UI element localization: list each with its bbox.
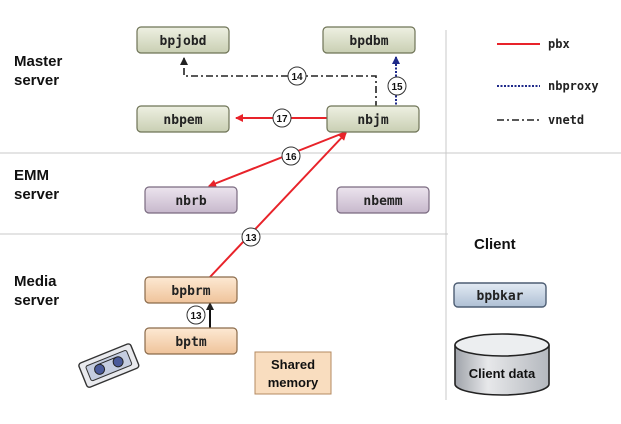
step-13-lower: 13 [186, 305, 206, 325]
legend-pbx-label: pbx [548, 37, 570, 51]
svg-text:bpjobd: bpjobd [160, 34, 207, 49]
svg-text:nbpem: nbpem [163, 113, 202, 128]
step-17: 17 [272, 108, 292, 128]
process-bpdbm: bpdbm [322, 26, 416, 54]
svg-text:bptm: bptm [175, 335, 206, 350]
svg-text:14: 14 [291, 72, 303, 83]
process-bptm: bptm [144, 327, 238, 355]
svg-text:nbjm: nbjm [357, 113, 388, 128]
row-label-emm-1: EMM [14, 167, 49, 184]
shared-memory-box: Shared memory [254, 351, 332, 395]
svg-text:nbrb: nbrb [175, 194, 206, 209]
process-nbemm: nbemm [336, 186, 430, 214]
svg-text:13: 13 [190, 311, 202, 322]
step-15: 15 [387, 76, 407, 96]
svg-text:13: 13 [245, 233, 257, 244]
svg-text:17: 17 [276, 114, 288, 125]
row-label-master-2: server [14, 72, 59, 89]
process-bpbkar: bpbkar [453, 282, 547, 308]
svg-text:bpbrm: bpbrm [171, 284, 210, 299]
svg-text:nbemm: nbemm [363, 194, 402, 209]
shared-memory-line2: memory [268, 375, 319, 390]
legend-nbproxy-label: nbproxy [548, 79, 599, 93]
svg-text:16: 16 [285, 152, 297, 163]
svg-text:bpbkar: bpbkar [477, 289, 524, 304]
legend-vnetd-label: vnetd [548, 113, 584, 127]
client-label: Client [474, 236, 516, 253]
process-bpbrm: bpbrm [144, 276, 238, 304]
row-label-master-1: Master [14, 53, 63, 70]
step-14: 14 [287, 66, 307, 86]
svg-text:bpdbm: bpdbm [349, 34, 388, 49]
connector-pbx-bpbrm-nbjm [209, 132, 347, 278]
process-nbjm: nbjm [326, 105, 420, 133]
process-nbpem: nbpem [136, 105, 230, 133]
process-bpjobd: bpjobd [136, 26, 230, 54]
client-data-label: Client data [469, 366, 536, 381]
row-label-media-1: Media [14, 273, 57, 290]
row-label-emm-2: server [14, 186, 59, 203]
step-16: 16 [281, 146, 301, 166]
shared-memory-line1: Shared [271, 357, 315, 372]
svg-text:15: 15 [391, 82, 403, 93]
row-label-media-2: server [14, 292, 59, 309]
tape-cartridge-icon [78, 343, 140, 388]
process-nbrb: nbrb [144, 186, 238, 214]
step-13-upper: 13 [241, 227, 261, 247]
connector-vnetd-nbjm-bpjobd [180, 57, 377, 108]
client-data-database-icon: Client data [454, 333, 550, 396]
connector-pbx-nbjm-nbrb [208, 131, 347, 188]
